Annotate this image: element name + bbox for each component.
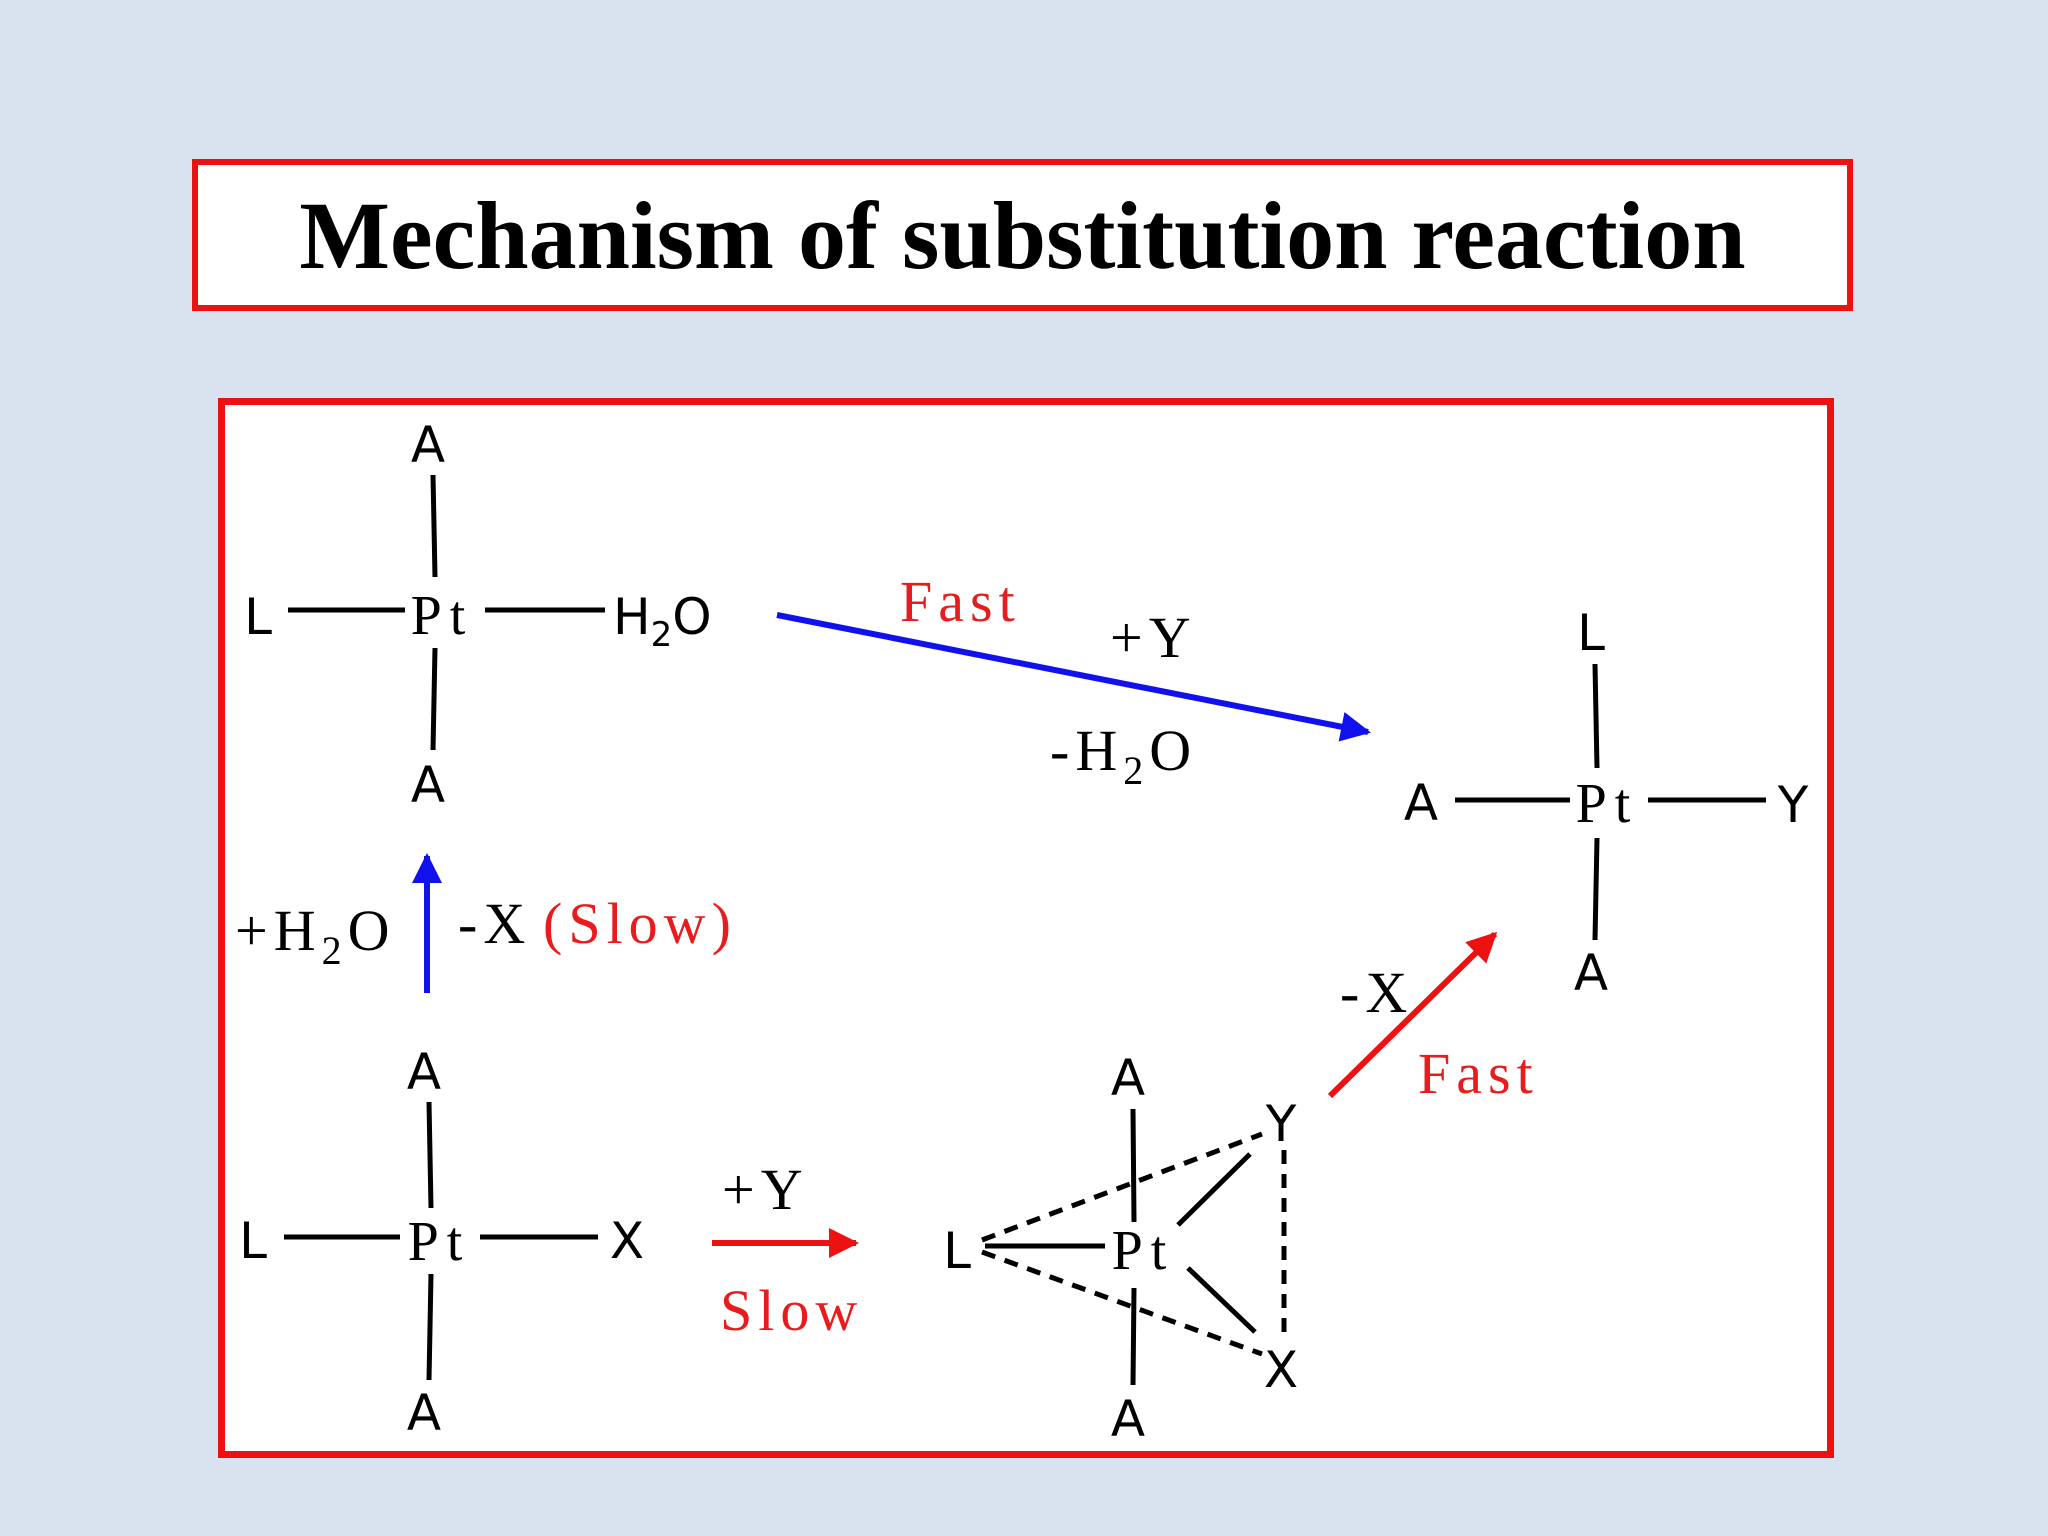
start-top-bond [426,1101,434,1209]
aqua-bottom-ligand: A [411,756,445,814]
intermediate-bottom-bond [1130,1287,1137,1386]
aqua-to-product-rate: Fast [900,569,1021,634]
aquation-rate-label: (Slow) [543,891,737,956]
intermediate-bottom-ligand: A [1111,1390,1145,1448]
start-bottom-ligand: A [407,1384,441,1442]
intermediate-y-bond [1176,1152,1252,1227]
intermediate-dash-l-y [981,1131,1263,1243]
aqua-to-product-minus-water: -H2O [1050,718,1197,793]
aqua-left-ligand: L [244,588,272,646]
intermediate-to-product-step: -X Fast [1327,931,1539,1106]
direct-plus-y: +Y [722,1157,809,1222]
intermediate-to-product-arrow [1327,931,1498,1099]
start-complex: A L Pt X A [239,1043,644,1442]
product-right-ligand: Y [1777,776,1809,834]
product-top-bond [1592,663,1600,769]
intermediate-to-product-minus-x: -X [1340,960,1413,1025]
product-complex: L A Pt Y A [1404,604,1809,1002]
start-left-ligand: L [239,1212,267,1270]
aqua-bottom-bond [430,647,438,751]
aqua-to-product-plus-y: +Y [1110,605,1197,670]
product-left-ligand: A [1404,774,1438,832]
aquation-plus-water: +H2O [235,898,396,973]
aqua-complex: A L Pt H2O A [244,416,712,814]
intermediate-dash-l-x [981,1249,1263,1357]
aqua-right-o: O [672,588,711,646]
start-top-ligand: A [407,1043,441,1101]
aqua-right-ligand: H2O [613,588,712,655]
page-title: Mechanism of substitution reaction [299,181,1746,289]
title-box: Mechanism of substitution reaction [192,159,1853,311]
aquation-step: +H2O -X (Slow) [235,853,737,993]
start-bottom-bond [426,1273,434,1381]
intermediate-x-bond [1186,1266,1257,1334]
aquation-minus-x: -X [458,891,531,956]
intermediate-to-product-rate: Fast [1418,1041,1539,1106]
diagram-canvas: A L Pt H2O A +H2O -X (Slow) Fast +Y -H2O… [235,416,1809,1448]
product-bottom-ligand: A [1574,944,1608,1002]
mechanism-diagram: A L Pt H2O A +H2O -X (Slow) Fast +Y -H2O… [218,398,1834,1458]
aqua-right-h: H [613,588,651,646]
product-bottom-bond [1592,837,1600,941]
intermediate-top-ligand: A [1111,1049,1145,1107]
intermediate-top-bond [1130,1108,1137,1223]
product-metal: Pt [1576,773,1639,835]
aqua-to-product-step: Fast +Y -H2O [776,569,1371,793]
product-top-ligand: L [1577,604,1605,662]
intermediate-complex: A L Pt A Y X [943,1049,1298,1448]
aqua-right-sub: 2 [651,615,673,655]
aqua-top-ligand: A [411,416,445,474]
intermediate-metal: Pt [1112,1220,1175,1282]
aqua-metal: Pt [411,585,474,647]
direct-rate-label: Slow [720,1278,863,1343]
start-right-ligand: X [610,1212,644,1270]
start-metal: Pt [408,1211,471,1273]
intermediate-x-ligand: X [1264,1341,1298,1399]
aqua-top-bond [430,474,438,578]
intermediate-y-ligand: Y [1265,1095,1297,1153]
aqua-to-product-arrow [776,612,1371,742]
intermediate-left-ligand: L [943,1222,971,1280]
direct-step: +Y Slow [712,1157,863,1343]
